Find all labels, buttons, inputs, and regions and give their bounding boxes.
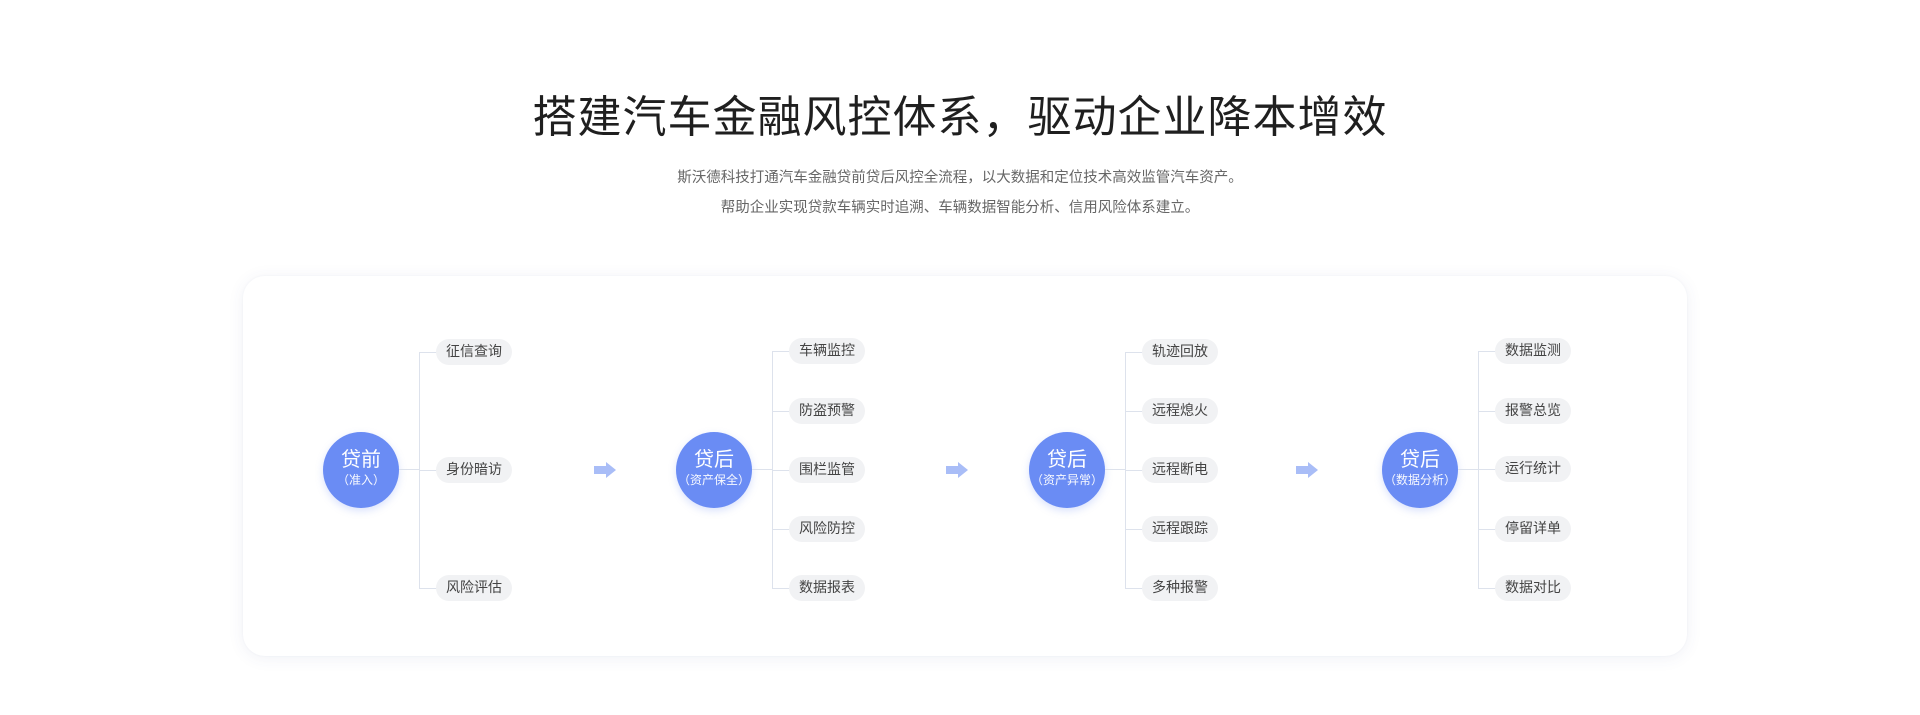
branch-line <box>1478 411 1496 412</box>
item-tag: 防盗预警 <box>789 398 865 424</box>
stage-post-loan-data-analysis: 贷后 （数据分析） 数据监测 报警总览 运行统计 停留详单 数据对比 <box>1382 276 1682 656</box>
right-arrow-icon <box>594 462 616 478</box>
connector-line <box>1458 469 1478 470</box>
connector-line <box>1105 469 1125 470</box>
stage-node: 贷后 （数据分析） <box>1382 432 1458 508</box>
branch-line <box>1125 529 1143 530</box>
connector-line <box>399 469 419 470</box>
branch-line <box>1125 588 1143 589</box>
stage-post-loan-asset-anomaly: 贷后 （资产异常） 轨迹回放 远程熄火 远程断电 远程跟踪 多种报警 <box>1029 276 1329 656</box>
stage-pre-loan: 贷前 （准入） 征信查询 身份暗访 风险评估 <box>323 276 623 656</box>
stage-node: 贷后 （资产保全） <box>676 432 752 508</box>
stage-subtitle: （准入） <box>336 473 385 487</box>
branch-line <box>1125 470 1143 471</box>
item-tag: 轨迹回放 <box>1142 339 1218 365</box>
stage-node: 贷后 （资产异常） <box>1029 432 1105 508</box>
item-tag: 风险评估 <box>436 575 512 601</box>
stage-title: 贷后 <box>694 447 734 471</box>
stage-subtitle: （资产异常） <box>1030 473 1103 487</box>
stage-node: 贷前 （准入） <box>323 432 399 508</box>
item-tag: 多种报警 <box>1142 575 1218 601</box>
item-tag: 运行统计 <box>1495 456 1571 482</box>
right-arrow-icon <box>1296 462 1318 478</box>
branch-line <box>1478 469 1496 470</box>
subtitle-line-2: 帮助企业实现贷款车辆实时追溯、车辆数据智能分析、信用风险体系建立。 <box>720 200 1200 216</box>
item-tag: 数据监测 <box>1495 338 1571 364</box>
branch-line <box>1478 351 1496 352</box>
item-tag: 征信查询 <box>436 339 512 365</box>
branch-trunk <box>772 351 773 588</box>
subtitle-line-1: 斯沃德科技打通汽车金融贷前贷后风控全流程，以大数据和定位技术高效监管汽车资产。 <box>677 170 1243 186</box>
page-title: 搭建汽车金融风控体系，驱动企业降本增效 <box>532 92 1388 143</box>
branch-line <box>772 470 790 471</box>
item-tag: 报警总览 <box>1495 398 1571 424</box>
stage-subtitle: （资产保全） <box>677 473 750 487</box>
branch-line <box>772 529 790 530</box>
branch-line <box>419 588 437 589</box>
branch-line <box>772 588 790 589</box>
branch-line <box>1125 411 1143 412</box>
item-tag: 远程断电 <box>1142 457 1218 483</box>
item-tag: 风险防控 <box>789 516 865 542</box>
right-arrow-icon <box>946 462 968 478</box>
branch-line <box>772 351 790 352</box>
stage-subtitle: （数据分析） <box>1383 473 1456 487</box>
item-tag: 停留详单 <box>1495 516 1571 542</box>
stage-title: 贷前 <box>341 447 381 471</box>
item-tag: 远程跟踪 <box>1142 516 1218 542</box>
connector-line <box>752 469 772 470</box>
branch-line <box>1125 352 1143 353</box>
item-tag: 数据报表 <box>789 575 865 601</box>
stage-title: 贷后 <box>1047 447 1087 471</box>
item-tag: 车辆监控 <box>789 338 865 364</box>
branch-line <box>772 411 790 412</box>
item-tag: 身份暗访 <box>436 457 512 483</box>
stage-title: 贷后 <box>1400 447 1440 471</box>
item-tag: 围栏监管 <box>789 457 865 483</box>
branch-line <box>1478 529 1496 530</box>
item-tag: 数据对比 <box>1495 575 1571 601</box>
branch-line <box>419 470 437 471</box>
stage-post-loan-asset-protection: 贷后 （资产保全） 车辆监控 防盗预警 围栏监管 风险防控 数据报表 <box>676 276 976 656</box>
branch-line <box>1478 588 1496 589</box>
flow-card: 贷前 （准入） 征信查询 身份暗访 风险评估 贷后 （资产保全） 车辆监控 防盗… <box>243 276 1687 656</box>
branch-line <box>419 352 437 353</box>
item-tag: 远程熄火 <box>1142 398 1218 424</box>
